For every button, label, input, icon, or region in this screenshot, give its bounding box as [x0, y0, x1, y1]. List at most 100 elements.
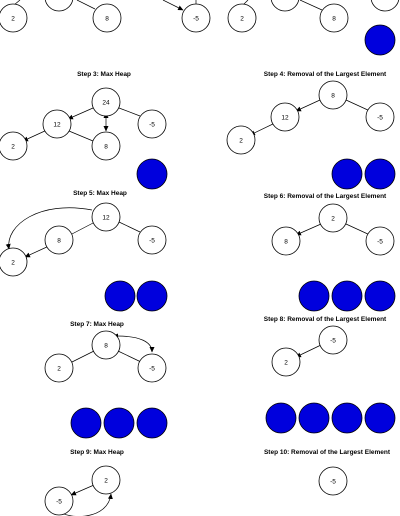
- step-title: Step 10: Removal of the Largest Element: [264, 449, 391, 456]
- removed-element: [364, 402, 396, 434]
- tree-node: [44, 0, 74, 12]
- node-value: 2: [284, 360, 288, 367]
- edge: [295, 99, 321, 112]
- node-value: 8: [57, 238, 61, 245]
- removed-element: [136, 280, 168, 312]
- edge: [299, 0, 323, 11]
- node-value: 2: [239, 138, 243, 145]
- step-title: Step 7: Max Heap: [70, 321, 124, 328]
- tree-node: 2: [0, 247, 28, 277]
- step-8: Step 8: Removal of the Largest Element -…: [264, 316, 396, 434]
- step-3: Step 3: Max Heap 24 12 -5 2 8: [0, 71, 168, 190]
- step-4: Step 4: Removal of the Largest Element 8…: [226, 71, 396, 190]
- edge: [345, 99, 371, 112]
- top-partial: 2 8 -5 2 8: [0, 0, 400, 56]
- tree-node: -5: [137, 109, 167, 139]
- step-9: Step 9: Max Heap 2 -5: [44, 449, 124, 516]
- removed-element: [104, 280, 136, 312]
- removed-element: [103, 407, 135, 439]
- tree-node: -5: [137, 225, 167, 255]
- edge: [295, 223, 322, 236]
- tree-node: 2: [91, 465, 121, 495]
- node-value: -5: [377, 239, 383, 246]
- tree-node: 2: [271, 347, 301, 377]
- tree-node: 12: [42, 109, 72, 139]
- edge: [22, 129, 48, 142]
- tree-node: 8: [271, 226, 301, 256]
- node-value: 8: [104, 343, 108, 350]
- node-value: -5: [56, 499, 62, 506]
- tree-node: 2: [44, 353, 74, 383]
- tree-node: -5: [137, 353, 167, 383]
- edge: [76, 0, 96, 10]
- node-value: -5: [330, 479, 336, 486]
- removed-element: [136, 158, 168, 190]
- swap-arrow: [5, 207, 93, 250]
- step-title: Step 5: Max Heap: [73, 190, 127, 197]
- tree-node: 8: [91, 131, 121, 161]
- node-value: 12: [281, 115, 289, 122]
- step-5: Step 5: Max Heap 12 8 -5 2: [0, 190, 168, 312]
- node-value: 12: [53, 122, 61, 129]
- removed-element: [298, 402, 330, 434]
- edge: [345, 223, 371, 236]
- tree-node: 2: [0, 3, 28, 33]
- tree-node: -5: [318, 325, 348, 355]
- node-value: 2: [11, 260, 15, 267]
- removed-element: [364, 280, 396, 312]
- removed-element: [364, 24, 396, 56]
- tree-node: 8: [44, 225, 74, 255]
- step-title: Step 8: Removal of the Largest Element: [264, 316, 387, 323]
- removed-element: [70, 407, 102, 439]
- node-value: -5: [330, 338, 336, 345]
- tree-node: -5: [44, 486, 74, 516]
- node-value: -5: [149, 238, 155, 245]
- removed-element: [298, 280, 330, 312]
- tree-node: -5: [365, 102, 395, 132]
- node-value: 24: [102, 100, 110, 107]
- step-title: Step 4: Removal of the Largest Element: [264, 71, 387, 78]
- edge: [69, 221, 96, 236]
- edge: [295, 344, 322, 358]
- node-value: 2: [11, 144, 15, 151]
- tree-node: 24: [91, 87, 121, 117]
- edge: [24, 245, 50, 258]
- edge: [69, 350, 95, 364]
- node-value: 8: [104, 144, 108, 151]
- tree-node: 2: [0, 131, 28, 161]
- tree-node: 8: [92, 3, 122, 33]
- tree-node: 2: [226, 125, 256, 155]
- node-value: 8: [105, 16, 109, 23]
- node-value: -5: [149, 122, 155, 129]
- node-value: 2: [57, 366, 61, 373]
- edge: [249, 122, 276, 136]
- removed-element: [331, 280, 363, 312]
- tree-node: 2: [318, 203, 348, 233]
- removed-element: [136, 407, 168, 439]
- tree-node: 12: [91, 202, 121, 232]
- node-value: 8: [332, 16, 336, 23]
- node-value: -5: [149, 366, 155, 373]
- node-value: -5: [377, 115, 383, 122]
- node-value: 2: [11, 16, 15, 23]
- edge: [118, 221, 141, 233]
- node-value: 2: [104, 478, 108, 485]
- edge: [118, 107, 141, 117]
- step-title: Step 3: Max Heap: [77, 71, 131, 78]
- node-value: 8: [331, 93, 335, 100]
- step-title: Step 6: Removal of the Largest Element: [264, 193, 387, 200]
- node-value: 12: [102, 215, 110, 222]
- removed-element: [364, 158, 396, 190]
- node-value: -5: [193, 16, 199, 23]
- tree-node: 8: [318, 80, 348, 110]
- step-10: Step 10: Removal of the Largest Element …: [264, 449, 391, 496]
- step-7: Step 7: Max Heap 8 2 -5: [44, 321, 168, 439]
- step-6: Step 6: Removal of the Largest Element 2…: [264, 193, 396, 312]
- edge: [68, 130, 94, 142]
- swap-arrow: [112, 333, 155, 353]
- step-title: Step 9: Max Heap: [70, 449, 124, 456]
- node-value: 8: [284, 239, 288, 246]
- tree-node: 2: [227, 3, 257, 33]
- tree-node: -5: [318, 466, 348, 496]
- removed-element: [331, 402, 363, 434]
